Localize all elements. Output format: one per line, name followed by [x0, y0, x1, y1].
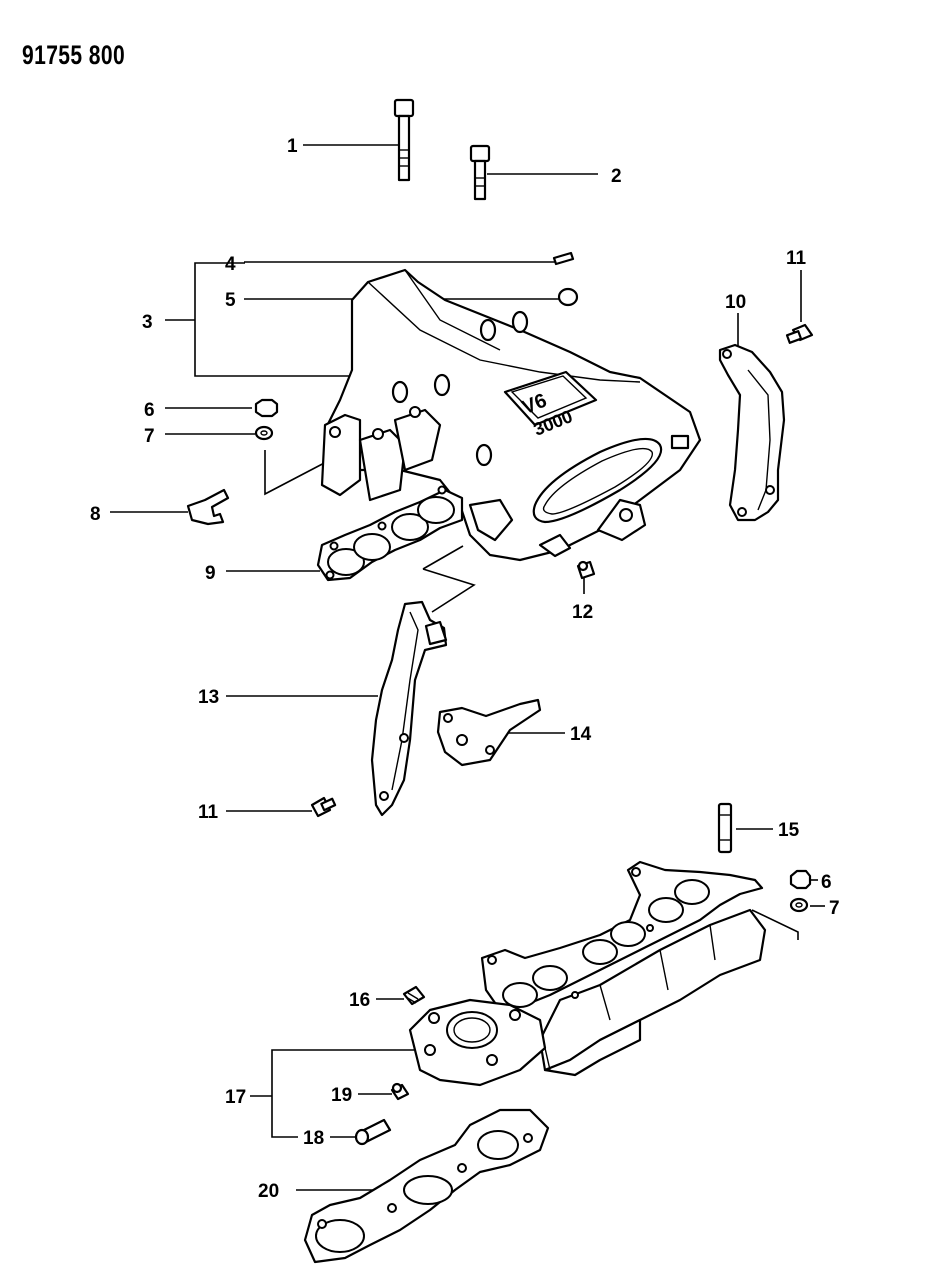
callout-18: 18: [303, 1128, 324, 1149]
callout-5: 5: [225, 290, 236, 311]
fitting-16: [402, 985, 426, 1006]
callout-7-upper: 7: [144, 426, 155, 447]
document-id: 91755 800: [22, 40, 126, 70]
callout-14: 14: [570, 724, 592, 745]
callout-6-lower: 6: [821, 872, 832, 893]
washer-upper: [254, 425, 274, 441]
bolt-short: [469, 144, 491, 201]
callout-7-lower: 7: [829, 898, 840, 919]
callout-4: 4: [225, 254, 236, 275]
callout-15: 15: [778, 820, 800, 841]
lower-gasket: [303, 1108, 550, 1264]
callout-8: 8: [90, 504, 101, 525]
stud: [717, 802, 733, 854]
callout-13: 13: [198, 687, 219, 708]
nut-lower: [789, 869, 812, 890]
callout-6-upper: 6: [144, 400, 155, 421]
nut-upper: [254, 398, 279, 418]
callout-2: 2: [611, 166, 622, 187]
callout-17: 17: [225, 1087, 246, 1108]
bolt-long: [393, 98, 415, 182]
plug: [557, 287, 579, 307]
bolt-11-lower: [310, 796, 337, 818]
callout-3: 3: [142, 312, 153, 333]
leader-lines: [110, 144, 825, 1191]
bolt-11-upper: [785, 323, 814, 344]
callout-12: 12: [572, 602, 593, 623]
callout-1: 1: [287, 136, 298, 157]
bolt-19: [390, 1082, 410, 1101]
washer-lower: [789, 897, 809, 913]
plug-12: [576, 560, 596, 580]
stay-bracket-right: [718, 343, 786, 522]
lower-intake-manifold: [408, 860, 767, 1087]
callout-10: 10: [725, 292, 746, 313]
bracket-14: [436, 698, 542, 767]
upper-gasket: [316, 485, 464, 582]
stay-bracket-lower: [370, 600, 448, 817]
bolt-18: [354, 1118, 392, 1146]
callout-11-upper: 11: [786, 248, 807, 269]
callout-9: 9: [205, 563, 216, 584]
pin: [552, 251, 575, 266]
callout-16: 16: [349, 990, 370, 1011]
callout-labels: 1 2 3 4 5 6 7 8 9 10 11 12 13 14 11 15 6…: [90, 136, 840, 1202]
tee-fitting: [186, 488, 230, 526]
intake-plenum: V6 3000: [320, 268, 702, 562]
callout-11-lower: 11: [198, 802, 219, 823]
callout-19: 19: [331, 1085, 352, 1106]
callout-20: 20: [258, 1181, 279, 1202]
